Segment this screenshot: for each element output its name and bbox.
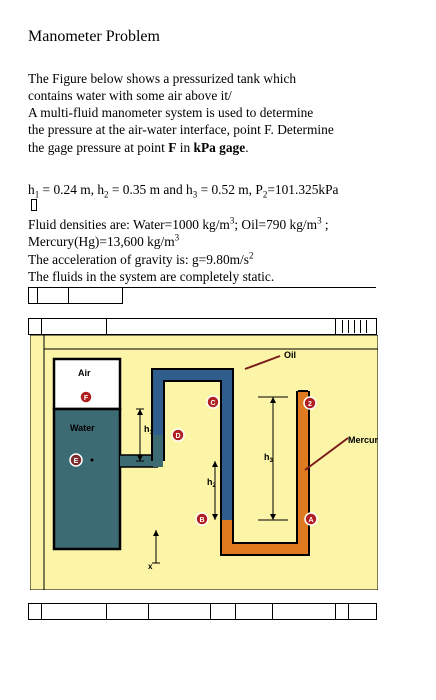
svg-text:A: A — [308, 517, 313, 524]
h2-label: h2 — [207, 477, 217, 489]
svg-text:C: C — [210, 400, 215, 407]
h3-label: h3 — [264, 452, 274, 464]
point-a-marker: A — [304, 512, 318, 526]
problem-text-line: contains water with some air above it/ — [28, 88, 232, 103]
air-label: Air — [78, 368, 91, 378]
problem-text-line: the pressure at the air-water interface,… — [28, 122, 334, 137]
pressurized-tank — [52, 357, 158, 551]
given-values-line: h1 = 0.24 m, h2 = 0.35 m and h3 = 0.52 m… — [28, 182, 339, 200]
water-label: Water — [70, 423, 95, 433]
h1-label: h1 — [144, 424, 154, 436]
h1-indicator — [136, 408, 144, 462]
static-line: The fluids in the system are completely … — [28, 269, 275, 284]
manometer-tubing — [151, 368, 310, 556]
densities-line: Mercury(Hg)=13,600 kg/m3 — [28, 232, 180, 249]
x-indicator — [152, 530, 160, 564]
problem-text-line: the gage pressure at point F in kPa gage… — [28, 140, 249, 155]
problem-text-line: The Figure below shows a pressurized tan… — [28, 71, 297, 86]
svg-text:B: B — [199, 517, 204, 524]
svg-text:2: 2 — [308, 401, 312, 408]
placeholder-glyph — [31, 199, 37, 211]
oil-pointer — [244, 355, 281, 370]
oil-label: Oil — [284, 350, 296, 360]
mercury-label: Mercury — [348, 435, 378, 445]
point-c-marker: C — [206, 395, 220, 409]
mercury-pointer — [304, 437, 349, 471]
svg-text:D: D — [175, 433, 180, 440]
svg-text:E: E — [74, 458, 79, 465]
point-f-marker: F — [79, 390, 93, 404]
tank-water-region — [52, 407, 122, 551]
gravity-line: The acceleration of gravity is: g=9.80m/… — [28, 250, 254, 267]
svg-text:F: F — [84, 395, 89, 402]
oil-column — [153, 370, 232, 520]
x-label: x — [148, 562, 153, 571]
mercury-column — [222, 391, 308, 554]
manometer-figure: Air Water Oil Mercury h1 h2 h3 x F E D C… — [30, 335, 378, 590]
h2-indicator — [212, 461, 218, 520]
problem-text-line: A multi-fluid manometer system is used t… — [28, 105, 314, 120]
point-2-marker: 2 — [303, 396, 317, 410]
page-title: Manometer Problem — [28, 28, 160, 45]
point-d-marker: D — [171, 428, 185, 442]
h3-indicator — [258, 396, 288, 521]
densities-line: Fluid densities are: Water=1000 kg/m3; O… — [28, 215, 329, 232]
point-b-marker: B — [195, 512, 209, 526]
point-e-marker: E — [69, 453, 94, 467]
